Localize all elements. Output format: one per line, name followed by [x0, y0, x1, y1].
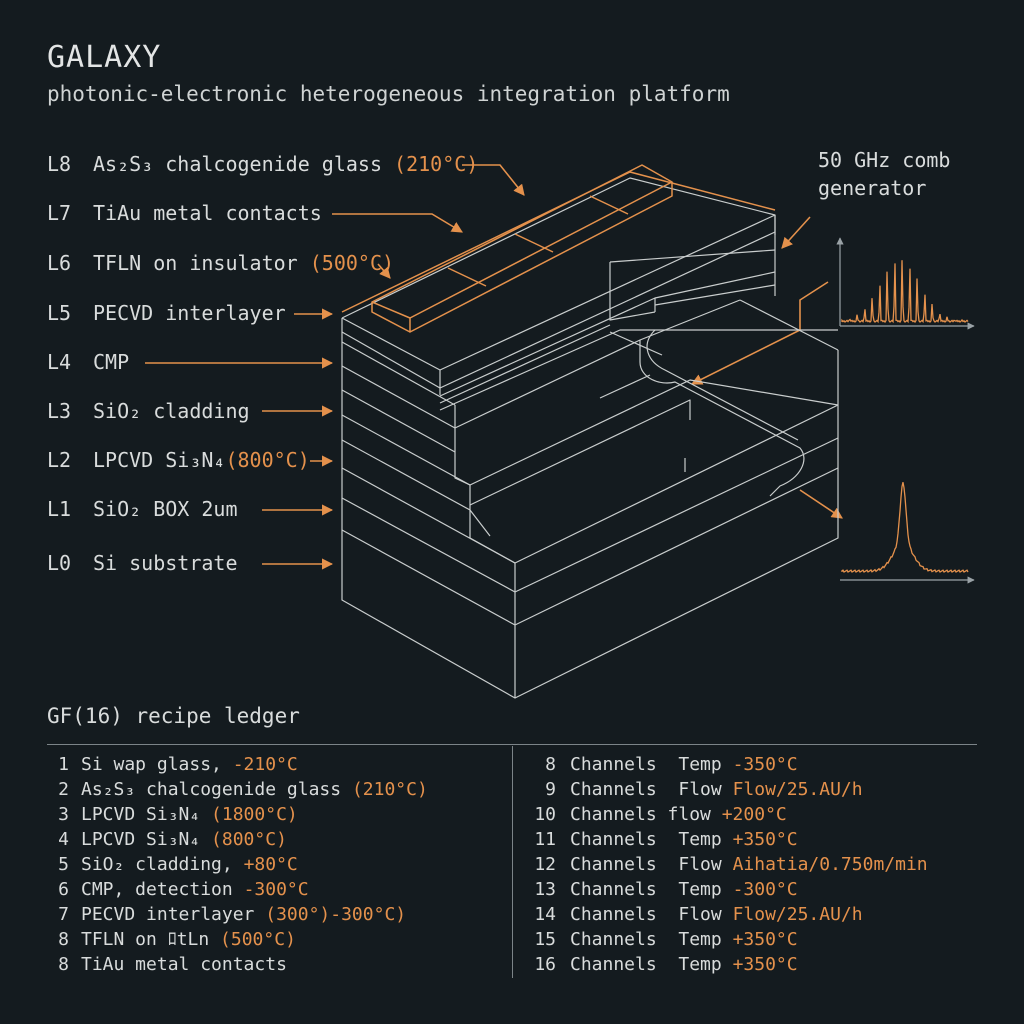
comb-label-line-1: 50 GHz comb [818, 148, 951, 172]
leader-arrows [145, 164, 843, 570]
arrow-comb-input [690, 281, 829, 385]
arrow-l6 [377, 263, 391, 279]
substrate-front [341, 529, 516, 699]
arrow-l7 [332, 213, 463, 233]
ledger-divider [512, 746, 513, 978]
ledger-rule [47, 744, 977, 745]
ledger-title: GF(16) recipe ledger [47, 704, 300, 728]
page-subtitle: photonic-electronic heterogeneous integr… [47, 82, 730, 106]
comb-trace [841, 260, 969, 324]
arrow-comb-generator [781, 216, 811, 249]
arrow-output [799, 489, 843, 519]
output-spectrum-plot [840, 482, 975, 584]
page-title: GALAXY [47, 40, 162, 75]
top-segment-strip [371, 164, 673, 319]
comb-generator-label: 50 GHz comb generator [818, 146, 950, 202]
platform-back-edge [341, 177, 776, 319]
substrate-side [514, 467, 839, 699]
output-trace [841, 482, 969, 573]
comb-spectrum-plot [836, 237, 975, 330]
arrow-l8 [462, 164, 525, 196]
chalcogenide-segments [341, 164, 776, 333]
stack-outline [341, 177, 839, 699]
comb-label-line-2: generator [818, 176, 927, 200]
